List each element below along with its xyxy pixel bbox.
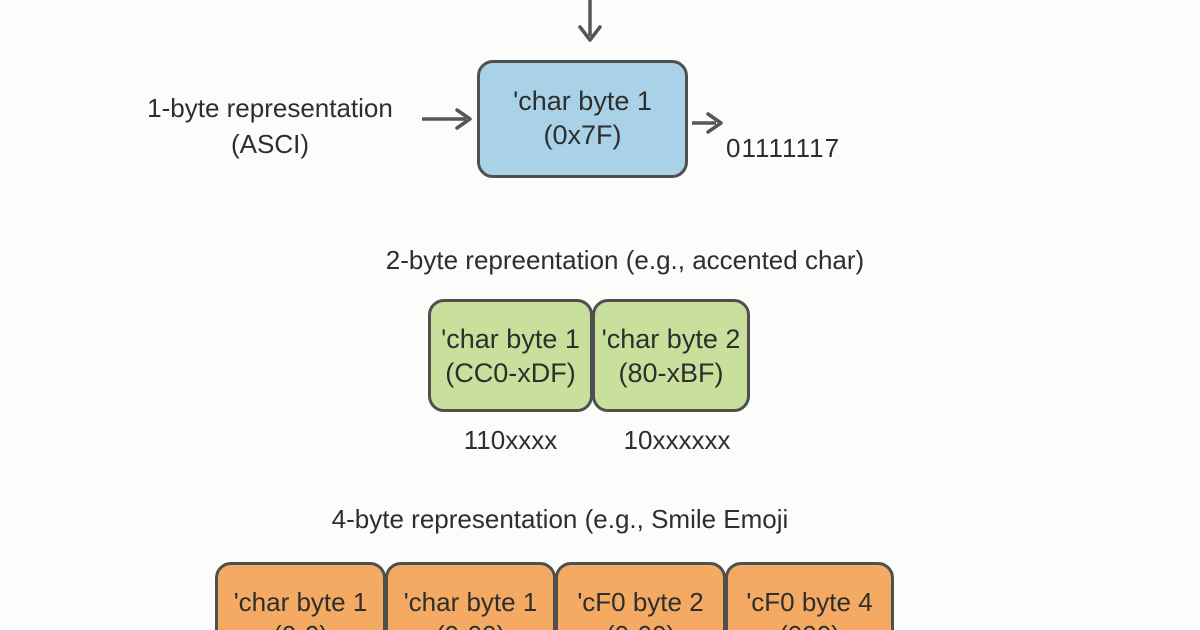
two-byte-box-2-line1: 'char byte 2 (601, 324, 741, 354)
two-byte-box-2: 'char byte 2 (80-xBF) (592, 299, 750, 412)
four-byte-box-1: 'char byte 1 (0-0) (215, 562, 386, 630)
four-byte-box-2-line1: 'char byte 1 (403, 587, 538, 617)
one-byte-label: 1-byte representation (ASCI) (110, 90, 430, 162)
four-byte-box-4-line2: (000) (779, 619, 840, 630)
two-byte-title: 2-byte repreentation (e.g., accented cha… (385, 245, 865, 275)
right-arrow-icon-input (422, 108, 472, 130)
four-byte-box-4: 'cF0 byte 4 (000) (725, 562, 894, 630)
four-byte-title: 4-byte representation (e.g., Smile Emoji (331, 504, 789, 534)
two-byte-box-1: 'char byte 1 (CC0-xDF) (428, 299, 593, 412)
four-byte-box-2: 'char byte 1 (0-00) (385, 562, 556, 630)
four-byte-box-2-line2: (0-00) (436, 619, 505, 630)
two-byte-box-1-line1: 'char byte 1 (441, 324, 580, 354)
one-byte-box: 'char byte 1 (0x7F) (477, 60, 688, 178)
four-byte-box-1-line2: (0-0) (273, 619, 328, 630)
down-arrow-icon (578, 0, 602, 42)
four-byte-box-3-line1: 'cF0 byte 2 (577, 587, 704, 617)
one-byte-box-line1: 'char byte 1 (513, 86, 652, 116)
four-byte-box-3: 'cF0 byte 2 (0-00) (555, 562, 726, 630)
four-byte-box-4-line1: 'cF0 byte 4 (746, 587, 873, 617)
right-arrow-icon-output (692, 112, 723, 134)
two-byte-bits-2: 10xxxxxx (623, 425, 731, 455)
one-byte-output-bits: 01111117 (726, 133, 841, 163)
one-byte-label-line1: 1-byte representation (147, 93, 393, 123)
one-byte-box-line2: (0x7F) (543, 120, 622, 150)
four-byte-box-1-line1: 'char byte 1 (233, 587, 368, 617)
two-byte-bits-1: 110xxxx (463, 425, 558, 455)
two-byte-box-2-line2: (80-xBF) (618, 358, 724, 388)
two-byte-box-1-line2: (CC0-xDF) (445, 358, 576, 388)
four-byte-box-3-line2: (0-00) (606, 619, 675, 630)
one-byte-label-line2: (ASCI) (231, 129, 309, 159)
